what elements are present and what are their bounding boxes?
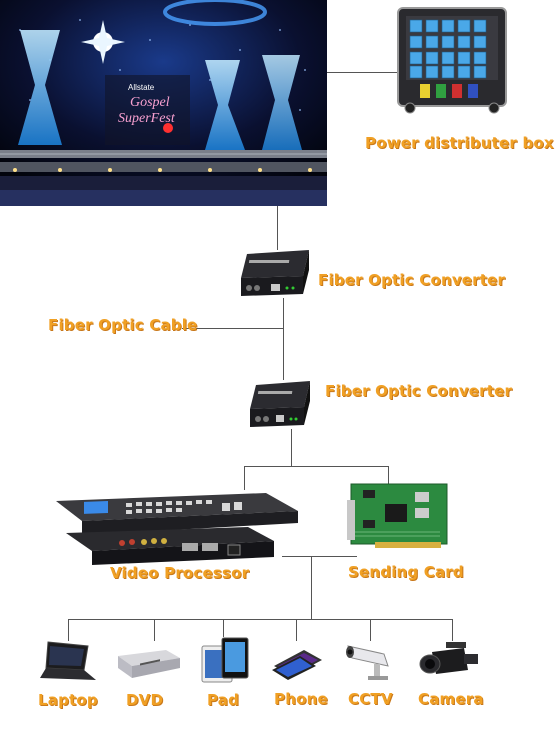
laptop-icon	[38, 640, 98, 684]
drop-laptop	[68, 619, 69, 641]
connector-photo-power	[327, 72, 397, 73]
connector-converter2-split	[291, 429, 292, 466]
stage-sign-line2: SuperFest	[118, 111, 176, 126]
label-cctv: CCTV	[348, 690, 393, 708]
drop-cctv	[370, 619, 371, 641]
connector-to-sending-card	[388, 466, 389, 484]
dvd-player-icon	[114, 648, 182, 680]
drop-pad	[223, 619, 224, 637]
label-sending-card: Sending Card	[348, 563, 464, 581]
fiber-optic-converter-1-image	[237, 248, 313, 298]
label-laptop: Laptop	[38, 691, 98, 709]
fiber-optic-converter-2-image	[246, 379, 312, 429]
label-dvd: DVD	[126, 691, 164, 709]
connector-fiber-cable-label	[182, 328, 284, 329]
label-pad: Pad	[207, 691, 240, 709]
stage-photo: Allstate Gospel SuperFest	[0, 0, 327, 206]
label-fiber-optic-converter-1: Fiber Optic Converter	[318, 271, 506, 289]
connector-to-devices	[311, 556, 312, 620]
label-phone: Phone	[274, 690, 328, 708]
label-power-distributer-box: Power distributer box	[365, 134, 554, 152]
connector-photo-converter1	[277, 206, 278, 250]
stage-sign-brand: Allstate	[128, 83, 155, 92]
connector-split-horizontal	[244, 466, 389, 467]
phone-icon	[270, 646, 324, 682]
video-camera-icon	[418, 638, 482, 684]
tablet-icon	[200, 636, 252, 684]
video-processor-image	[52, 489, 300, 565]
sending-card-image	[345, 480, 450, 552]
power-distributor-box-image	[396, 6, 508, 114]
label-camera: Camera	[418, 690, 484, 708]
connector-processor-card	[282, 556, 357, 557]
connector-to-processor	[244, 466, 245, 490]
devices-bus	[68, 619, 453, 620]
cctv-camera-icon	[344, 640, 396, 686]
stage-sign-line1: Gospel	[130, 95, 170, 110]
label-fiber-optic-converter-2: Fiber Optic Converter	[325, 382, 513, 400]
drop-phone	[296, 619, 297, 641]
drop-dvd	[154, 619, 155, 641]
label-fiber-optic-cable: Fiber Optic Cable	[48, 316, 198, 334]
drop-camera	[452, 619, 453, 641]
label-video-processor: Video Processor	[110, 564, 250, 582]
connector-fiber-cable	[283, 298, 284, 380]
